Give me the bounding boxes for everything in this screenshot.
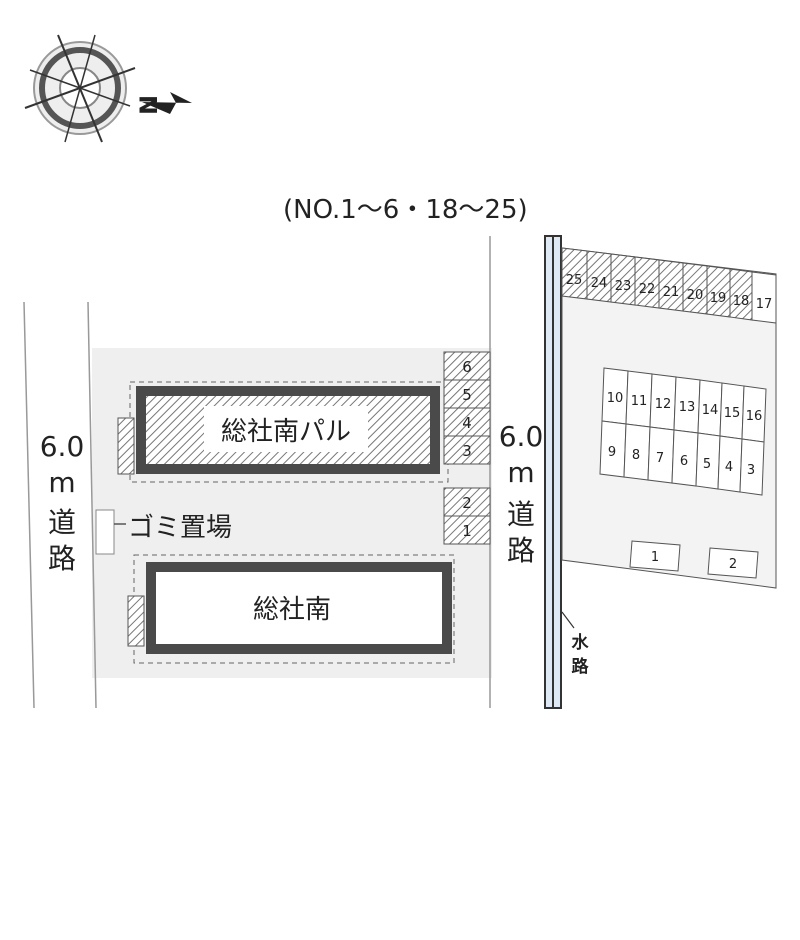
right-space-label: 6 (680, 454, 688, 469)
left-space-label: 4 (462, 414, 472, 432)
right-space-label: 18 (733, 294, 750, 309)
right-space-label: 12 (655, 397, 672, 412)
left-road-unit: m (48, 466, 75, 499)
right-space-label: 5 (703, 457, 711, 472)
right-lot-middle-upper (601, 367, 767, 443)
left-road-edge (23, 301, 35, 709)
right-road-char: 路 (507, 534, 535, 567)
parking-note: (NO.1～6・18～25) (283, 195, 528, 225)
right-space-label: 24 (591, 276, 608, 291)
right-space-label: 1 (651, 550, 659, 565)
left-road-width: 6.0 (40, 430, 85, 463)
right-space-label: 9 (608, 445, 616, 460)
right-road-char: 道 (507, 498, 535, 531)
left-road-char: 路 (48, 542, 76, 575)
right-space-label: 11 (631, 394, 648, 409)
north-building-label: 総社南パル (221, 417, 351, 447)
left-space-label: 6 (462, 358, 472, 376)
right-space-label: 13 (679, 400, 696, 415)
left-space-label: 3 (462, 442, 472, 460)
south-stairs (127, 595, 145, 647)
right-space-1 (629, 540, 681, 572)
right-space-label: 4 (725, 460, 733, 475)
right-space-label: 22 (639, 282, 656, 297)
right-space-label: 10 (607, 391, 624, 406)
waterway-label: 路 (572, 656, 590, 677)
right-space-label: 3 (747, 463, 755, 478)
left-lot-spaces (443, 351, 491, 545)
right-road-width: 6.0 (499, 420, 544, 453)
waterway-label: 水 (572, 632, 590, 653)
right-space-label: 21 (663, 285, 680, 300)
right-space-label: 25 (566, 273, 583, 288)
right-space-label: 8 (632, 448, 640, 463)
right-lot-top-row (561, 247, 777, 324)
south-building-label: 総社南 (253, 595, 331, 625)
left-space-label: 2 (462, 494, 472, 512)
left-road-char: 道 (48, 506, 76, 539)
right-road-unit: m (507, 456, 534, 489)
right-space-label: 16 (746, 409, 763, 424)
right-space-label: 15 (724, 406, 741, 421)
compass-icon (24, 34, 192, 143)
right-lot-middle-lower (599, 420, 765, 496)
garbage-area-box (95, 509, 115, 555)
right-space-label: 14 (702, 403, 719, 418)
left-road-edge (87, 301, 97, 709)
right-space-label: 20 (687, 288, 704, 303)
right-space-label: 17 (756, 297, 773, 312)
right-space-label: 2 (729, 557, 737, 572)
north-stairs (117, 417, 135, 475)
right-space-label: 23 (615, 279, 632, 294)
right-space-2 (707, 547, 759, 579)
compass-north-label: N (135, 95, 163, 115)
garbage-area-label: ゴミ置場 (128, 513, 232, 543)
right-space-label: 19 (710, 291, 727, 306)
left-space-label: 1 (462, 522, 472, 540)
left-space-label: 5 (462, 386, 472, 404)
right-space-label: 7 (656, 451, 664, 466)
